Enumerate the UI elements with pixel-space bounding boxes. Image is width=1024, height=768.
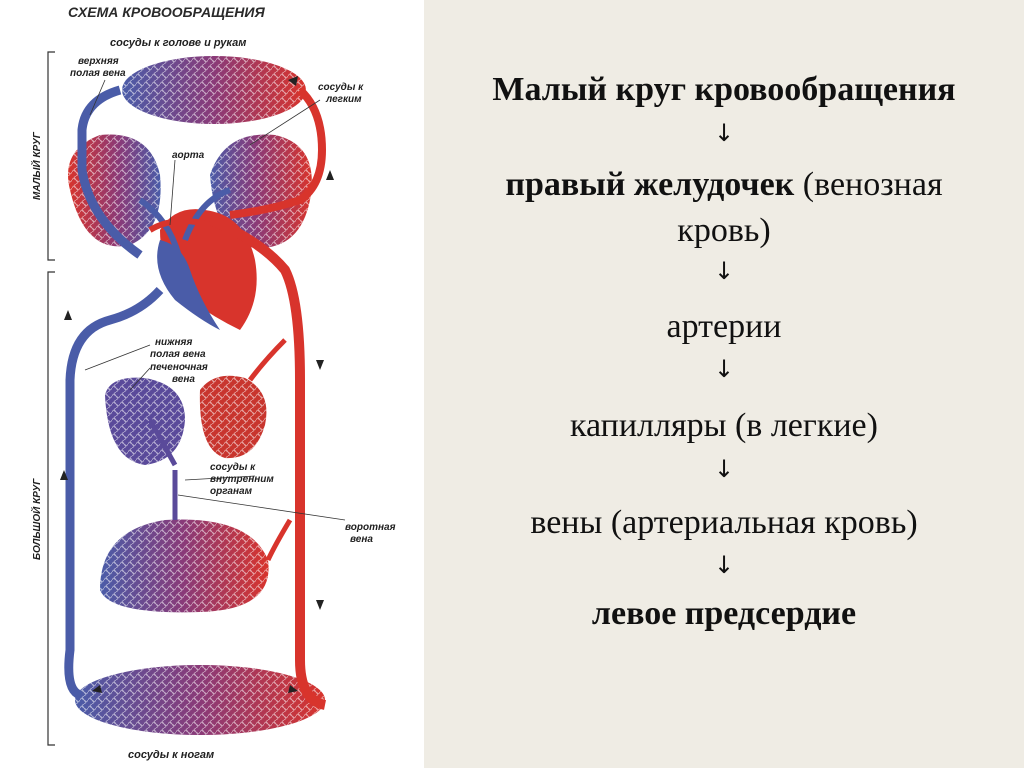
flow-arrow-3: ↓: [424, 356, 1024, 382]
superior-vena-label-1: верхняя: [78, 56, 119, 67]
superior-vena-label-2: полая вена: [70, 68, 126, 79]
organ-vessels-label-2: внутренним: [210, 474, 274, 485]
flow-arrow-2: ↓: [424, 258, 1024, 284]
diagram-title: СХЕМА КРОВООБРАЩЕНИЯ: [68, 4, 265, 20]
flow-step-right-ventricle: правый желудочек (венозная: [424, 163, 1024, 207]
portal-vein-label-1: воротная: [345, 522, 396, 533]
organ-vessels-label-1: сосуды к: [210, 462, 256, 473]
flow-step-left-atrium: левое предсердие: [424, 592, 1024, 636]
lung-vessels-label-2: легким: [325, 94, 362, 105]
flow-step-capillaries: капилляры (в легкие): [424, 404, 1024, 448]
inferior-vena-cava: [69, 290, 160, 695]
hepatic-vein-label-2: вена: [172, 374, 195, 385]
organ-vessels-label-3: органам: [210, 486, 253, 497]
flow-panel: Малый круг кровообращения ↓ правый желуд…: [424, 0, 1024, 768]
small-circle-label: МАЛЫЙ КРУГ: [30, 131, 43, 200]
circulation-diagram-panel: СХЕМА КРОВООБРАЩЕНИЯ: [0, 0, 424, 768]
inferior-vena-label-1: нижняя: [155, 337, 192, 348]
flow-arrow-4: ↓: [424, 456, 1024, 482]
head-vessels-label: сосуды к голове и рукам: [110, 37, 246, 49]
flow-title: Малый круг кровообращения: [424, 68, 1024, 112]
aorta-label: аорта: [172, 150, 205, 161]
flow-step-veins: вены (артериальная кровь): [424, 501, 1024, 545]
leg-vessels-label: сосуды к ногам: [128, 749, 214, 761]
small-circle-bracket: [48, 52, 55, 260]
circulation-diagram: СХЕМА КРОВООБРАЩЕНИЯ: [0, 0, 424, 768]
hepatic-vein-label-1: печеночная: [150, 362, 208, 373]
flow-step-right-ventricle-cont: кровь): [424, 209, 1024, 253]
flow-arrow-1: ↓: [424, 120, 1024, 146]
flow-step-arteries: артерии: [424, 305, 1024, 349]
portal-vein-label-2: вена: [350, 534, 373, 545]
big-circle-bracket: [48, 272, 55, 745]
inferior-vena-label-2: полая вена: [150, 349, 206, 360]
lung-vessels-label-1: сосуды к: [318, 82, 364, 93]
flow-arrow-5: ↓: [424, 552, 1024, 578]
big-circle-label: БОЛЬШОЙ КРУГ: [30, 478, 43, 560]
